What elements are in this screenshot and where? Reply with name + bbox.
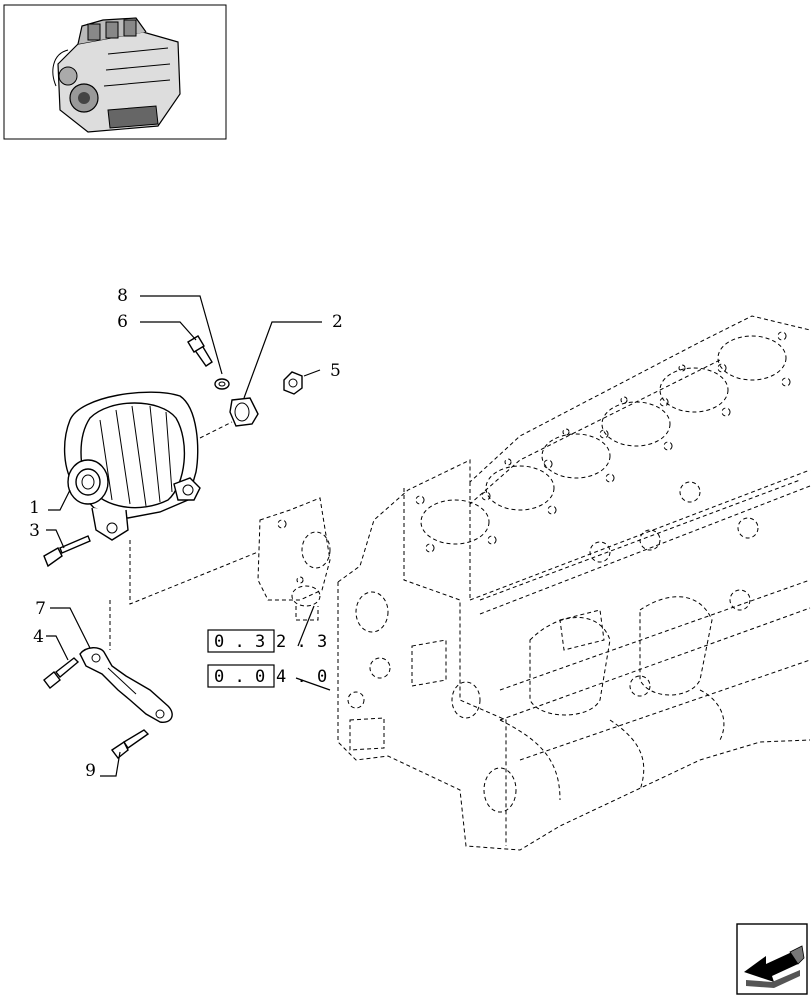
reference-tail-text: 4 . 0	[276, 667, 327, 687]
engine-block	[337, 315, 811, 851]
guide-line	[129, 540, 259, 605]
callout-1: 1	[29, 498, 40, 518]
washer-8	[214, 378, 230, 390]
guide-line	[199, 421, 233, 439]
water-pump-housing	[257, 497, 331, 621]
screw-6	[187, 335, 213, 367]
callout-5: 5	[330, 361, 341, 381]
reference-box-text: 0 . 0	[214, 667, 265, 687]
bracket-7	[79, 647, 173, 723]
callout-3: 3	[29, 521, 40, 541]
reference-box-text: 0 . 3	[214, 632, 265, 652]
alternator	[63, 391, 201, 541]
spacer	[229, 397, 259, 427]
callout-8: 8	[117, 286, 128, 306]
nut-5	[283, 371, 303, 395]
callout-2: 2	[332, 312, 343, 332]
callout-9: 9	[85, 761, 96, 781]
screw-9	[110, 729, 150, 759]
screw-3	[43, 535, 91, 568]
callout-4: 4	[33, 627, 44, 647]
reference-link-b[interactable]: 0 . 0 4 . 0	[207, 664, 327, 688]
reference-tail-text: 2 . 3	[276, 632, 327, 652]
reference-link-a[interactable]: 0 . 3 2 . 3	[207, 629, 327, 653]
engine-thumbnail-icon[interactable]	[3, 4, 227, 140]
leader-lines	[46, 295, 331, 777]
callout-6: 6	[117, 312, 128, 332]
next-page-arrow-icon[interactable]	[736, 923, 808, 995]
screw-4	[43, 657, 80, 689]
callout-7: 7	[35, 599, 46, 619]
